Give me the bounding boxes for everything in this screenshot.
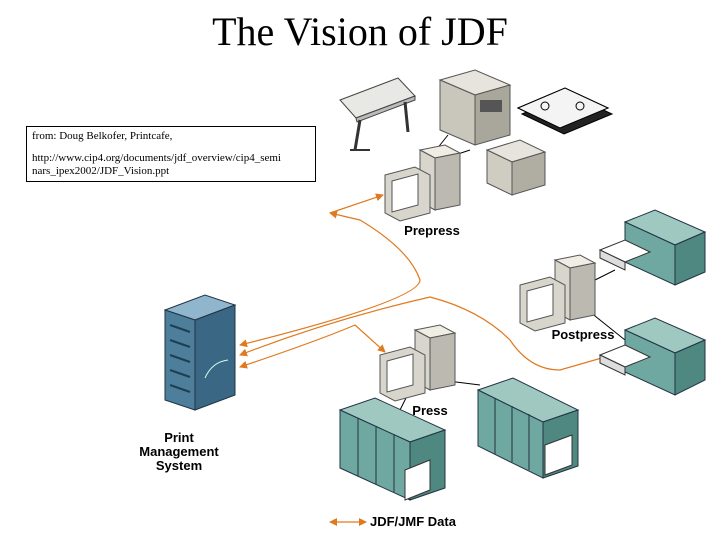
- prepress-computer-icon: [384, 144, 462, 222]
- jdf-arrows: [239, 193, 613, 526]
- arrow-pms-postpress: [239, 296, 613, 371]
- imagesetter-icon: [438, 69, 512, 146]
- server-icon: [163, 294, 237, 411]
- drafting-table-icon: [339, 77, 416, 151]
- postpress-machine-1-icon: [598, 209, 707, 286]
- plates-icon: [516, 87, 614, 135]
- press-machine-1-icon: [338, 397, 447, 501]
- pms-label-line-2: Management: [139, 444, 219, 459]
- pms-label-line-1: Print: [164, 430, 194, 445]
- arrow-prepress-link: [329, 193, 384, 214]
- prepress-label: Prepress: [404, 223, 460, 238]
- postpress-computer-icon: [519, 254, 597, 332]
- pms-label: Print Management System: [120, 431, 238, 473]
- source-note: from: Doug Belkofer, Printcafe, http://w…: [26, 126, 316, 182]
- printer-icon: [485, 139, 547, 196]
- legend-label: JDF/JMF Data: [370, 514, 456, 529]
- postpress-label: Postpress: [551, 327, 615, 342]
- source-url-line-1: http://www.cip4.org/documents/jdf_overvi…: [32, 152, 281, 164]
- page-title: The Vision of JDF: [212, 9, 508, 54]
- pms-label-line-3: System: [155, 458, 203, 473]
- press-computer-icon: [379, 324, 457, 402]
- postpress-machine-2-icon: [598, 317, 707, 396]
- press-machine-2-icon: [476, 377, 580, 479]
- source-author: from: Doug Belkofer, Printcafe,: [32, 130, 173, 142]
- source-url-line-2: nars_ipex2002/JDF_Vision.ppt: [32, 165, 170, 177]
- arrow-pms-press: [239, 324, 386, 369]
- press-label: Press: [412, 403, 448, 418]
- arrow-pms-prepress: [239, 210, 421, 348]
